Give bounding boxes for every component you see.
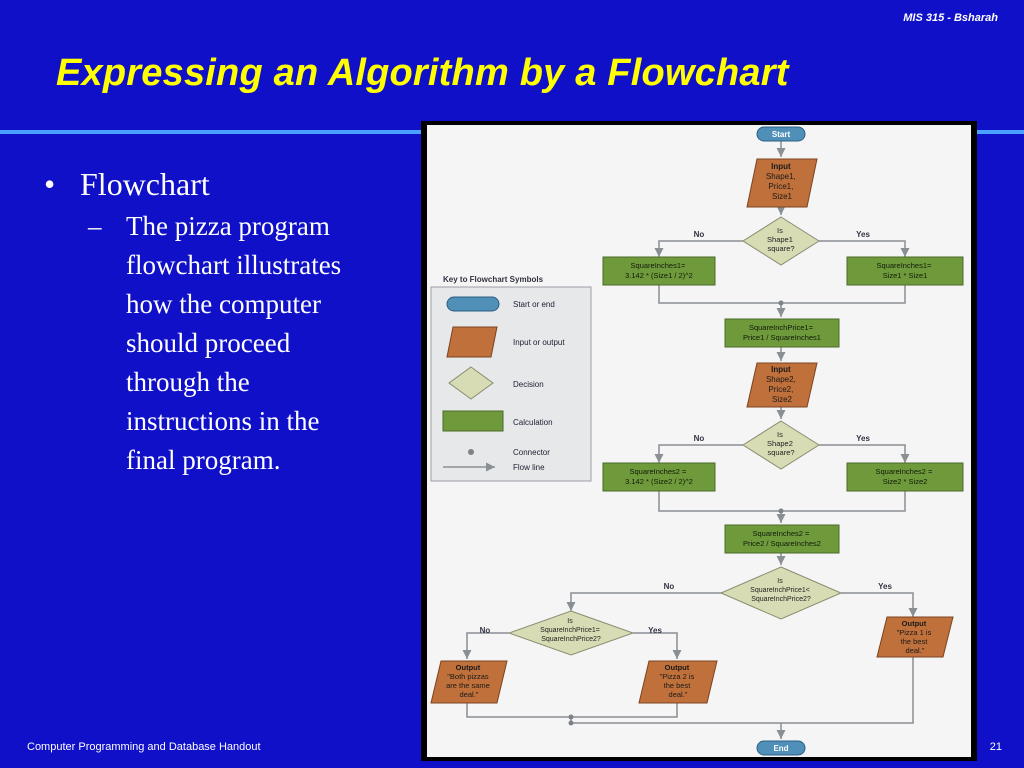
svg-text:Is Shape1: Is Shape1 square? — [767, 226, 795, 253]
footer-handout-title: Computer Programming and Database Handou… — [27, 741, 261, 753]
flow-input-1: Input Shape1, Price1, Size1 — [746, 158, 818, 208]
flow-start-terminal: Start — [756, 126, 806, 142]
key-title: Key to Flowchart Symbols — [443, 275, 544, 284]
key-flow-line-label: Flow line — [513, 463, 545, 472]
flowchart-figure: Key to Flowchart Symbols Start or end In… — [427, 125, 971, 757]
flow-output-both: Output "Both pizzas are the same deal." — [430, 660, 508, 704]
symbol-key-panel: Key to Flowchart Symbols Start or end In… — [430, 275, 592, 482]
sub-bullet-item: – The pizza program flowchart illustrate… — [88, 207, 424, 480]
svg-text:Output "Both pizzas: Output "Both pizzas are the same deal." — [446, 663, 492, 699]
key-io-label: Input or output — [513, 338, 565, 347]
flow-calc-area2-square: SquareInches2 = Size2 * Size2 — [846, 462, 964, 492]
key-decision-symbol — [448, 366, 494, 400]
svg-text:Is Shape2: Is Shape2 square? — [767, 430, 795, 457]
key-start-end-label: Start or end — [513, 300, 555, 309]
decision-2-no-label: No — [694, 434, 705, 443]
key-start-end-symbol — [446, 296, 500, 312]
sub-bullet-text: The pizza program flowchart illustrates … — [126, 211, 342, 475]
slide-title: Expressing an Algorithm by a Flowchart — [56, 52, 789, 94]
connector-dot-1 — [778, 300, 784, 306]
svg-text:SquareInches1= Size1: SquareInches1= Size1 * Size1 — [877, 261, 934, 280]
key-calculation-label: Calculation — [513, 418, 553, 427]
decision-4-yes-label: Yes — [648, 626, 662, 635]
svg-text:SquareInches1= 3.142: SquareInches1= 3.142 * (Size1 / 2)^2 — [625, 261, 693, 280]
flow-end-terminal: End — [756, 740, 806, 756]
connector-dot-3 — [568, 714, 574, 720]
svg-text:SquareInches2 = 3.14: SquareInches2 = 3.142 * (Size2 / 2)^2 — [625, 467, 693, 486]
flow-calc-area2-round: SquareInches2 = 3.142 * (Size2 / 2)^2 — [602, 462, 716, 492]
flow-calc-price1: SquareInchPrice1= Price1 / SquareInches1 — [724, 318, 840, 348]
decision-1-no-label: No — [694, 230, 705, 239]
svg-text:Is SquareInchPrice1=: Is SquareInchPrice1= SquareInchPrice2? — [540, 618, 602, 643]
key-calculation-symbol — [442, 410, 504, 432]
decision-1-yes-label: Yes — [856, 230, 870, 239]
svg-text:End: End — [773, 744, 788, 753]
svg-text:Input Shape2,: Input Shape2, Price2, Size2 — [766, 365, 798, 404]
svg-text:SquareInchPrice1= Pr: SquareInchPrice1= Price1 / SquareInches1 — [743, 323, 821, 342]
svg-text:SquareInches2 = Size: SquareInches2 = Size2 * Size2 — [875, 467, 934, 486]
flow-decision-4: Is SquareInchPrice1= SquareInchPrice2? N… — [480, 610, 662, 656]
decision-3-yes-label: Yes — [878, 582, 892, 591]
flow-decision-2: Is Shape2 square? No Yes — [694, 420, 870, 470]
bullet-text: Flowchart — [80, 166, 210, 202]
key-connector-symbol — [468, 449, 474, 455]
flow-decision-1: Is Shape1 square? No Yes — [694, 216, 870, 266]
svg-text:Input Shape1,: Input Shape1, Price1, Size1 — [766, 162, 798, 201]
flow-calc-area1-round: SquareInches1= 3.142 * (Size1 / 2)^2 — [602, 256, 716, 286]
header-course-tag: MIS 315 - Bsharah — [903, 12, 998, 24]
flow-calc-area1-square: SquareInches1= Size1 * Size1 — [846, 256, 964, 286]
decision-2-yes-label: Yes — [856, 434, 870, 443]
flowchart-svg: Key to Flowchart Symbols Start or end In… — [430, 126, 964, 756]
flow-output-pizza2: Output "Pizza 2 is the best deal." — [638, 660, 718, 704]
key-io-symbol — [446, 326, 498, 358]
svg-text:Output "Pizza 1 is: Output "Pizza 1 is the best deal." — [897, 619, 934, 655]
bullet-list: • Flowchart – The pizza program flowchar… — [44, 166, 424, 480]
key-decision-label: Decision — [513, 380, 544, 389]
sub-bullet-dash: – — [88, 211, 102, 241]
svg-text:Output "Pizza 2 is: Output "Pizza 2 is the best deal." — [660, 663, 697, 699]
footer-page-number: 21 — [989, 741, 1002, 753]
decision-3-no-label: No — [664, 582, 675, 591]
connector-dot-2 — [778, 508, 784, 514]
flow-output-pizza1: Output "Pizza 1 is the best deal." — [876, 616, 954, 658]
svg-text:Start: Start — [772, 130, 791, 139]
svg-text:Is SquareInchPrice1<: Is SquareInchPrice1< SquareInchPrice2? — [750, 578, 812, 603]
flow-calc-price2: SquareInches2 = Price2 / SquareInches2 — [724, 524, 840, 554]
flow-input-2: Input Shape2, Price2, Size2 — [746, 362, 818, 408]
svg-text:SquareInches2 = Pric: SquareInches2 = Price2 / SquareInches2 — [743, 529, 821, 548]
flow-decision-3: Is SquareInchPrice1< SquareInchPrice2? N… — [664, 566, 892, 620]
key-connector-label: Connector — [513, 448, 550, 457]
connector-dot-4 — [568, 720, 574, 726]
decision-4-no-label: No — [480, 626, 491, 635]
flowchart-figure-frame: Key to Flowchart Symbols Start or end In… — [421, 121, 977, 761]
bullet-dot-icon: • — [44, 166, 56, 202]
bullet-item-flowchart: • Flowchart — [44, 166, 424, 203]
